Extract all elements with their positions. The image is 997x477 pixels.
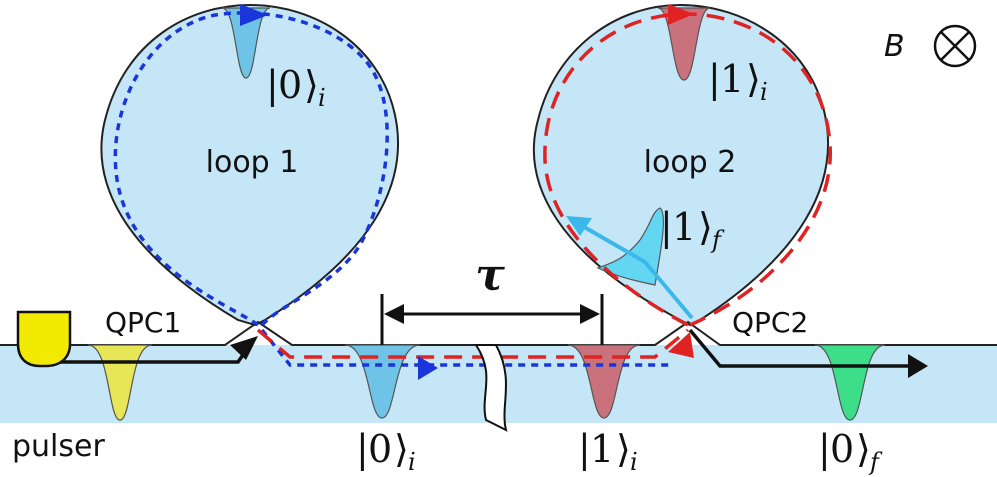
field-label: B [884,29,905,64]
qpc2-label: QPC2 [732,306,808,339]
ket-sub: i [318,84,326,112]
ket-value: 1 [590,427,614,471]
ket-bar-left: | [356,427,369,471]
tau-arrowhead-left [384,304,404,324]
ket-loop1-top: | 0 ⟩ i [266,63,326,112]
ket-value: 0 [830,427,854,471]
ket-channel-1: | 0 ⟩ i [356,427,416,476]
loop2-region [533,3,830,327]
tau-label: τ [475,250,505,301]
path-cyan-exit [571,218,694,320]
path-black-out [688,328,910,368]
arrowhead-black-qpc1 [230,336,258,360]
ket-sub: i [408,448,416,476]
ket-angle: ⟩ [746,57,761,101]
ket-angle: ⟩ [616,427,631,471]
ket-value: 0 [368,427,392,471]
arrowhead-blue-loop1 [240,4,268,26]
ket-sub: i [760,78,768,106]
arrowhead-red-qpc2 [668,332,694,358]
path-red-channel [256,328,690,359]
pulser-box [16,310,72,368]
arrowhead-cyan [566,216,592,236]
path-blue-loop1 [113,11,389,327]
ket-angle: ⟩ [856,427,871,471]
circle-cross-line-b [940,31,970,61]
ket-bar-left: | [708,57,721,101]
ket-angle: ⟩ [698,205,713,249]
channel-edge [0,320,997,346]
ket-angle: ⟩ [394,427,409,471]
ket-bar-left: | [266,63,279,107]
ket-loop2-top: | 1 ⟩ i [708,57,768,106]
qpc1-label: QPC1 [105,306,181,339]
ket-sub: i [630,448,638,476]
arrowhead-red-loop2 [668,4,694,25]
ket-sub: f [868,448,883,476]
ket-angle: ⟩ [304,63,319,107]
ket-value: 1 [672,205,696,249]
loop1-region [100,3,399,327]
ket-value: 0 [278,63,302,107]
ket-channel-2: | 1 ⟩ i [578,427,638,476]
ket-channel-out: | 0 ⟩ f [818,427,883,476]
loop1-label: loop 1 [206,145,299,180]
ket-bar-left: | [818,427,831,471]
pulser-label: pulser [12,429,105,464]
ket-bar-left: | [578,427,591,471]
tau-arrowhead-right [580,304,600,324]
pulse-red-loop2 [657,7,711,81]
arrowhead-blue-channel [418,356,438,380]
ket-value: 1 [720,57,744,101]
circle-cross-icon [933,24,977,68]
break-mark [474,344,508,432]
ket-bar-left: | [660,205,673,249]
loop2-label: loop 2 [644,145,737,180]
pulse-green-channel [814,344,886,421]
arrowhead-black-out [908,354,928,378]
